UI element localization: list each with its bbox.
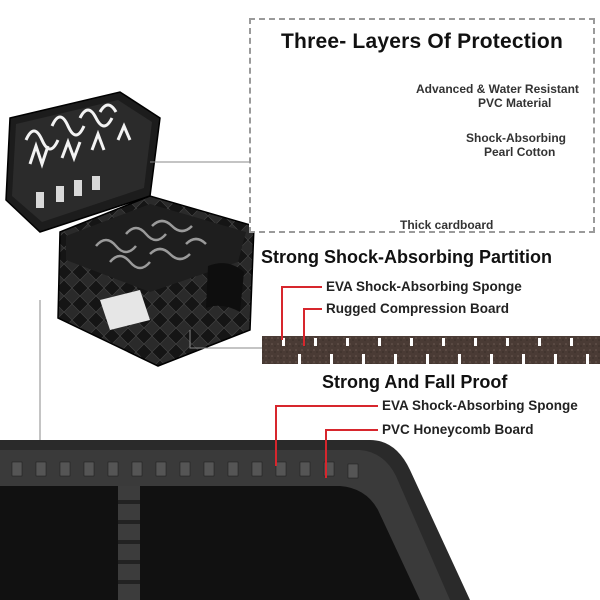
partition-board xyxy=(262,336,600,364)
partition-title: Strong Shock-Absorbing Partition xyxy=(261,247,552,267)
layer1-label-line2: PVC Material xyxy=(478,96,552,110)
fallproof-item2: PVC Honeycomb Board xyxy=(382,422,534,437)
fallproof-title: Strong And Fall Proof xyxy=(322,372,508,392)
partition-callouts xyxy=(281,286,322,346)
shell-closeup xyxy=(0,440,470,600)
case-image xyxy=(5,91,255,367)
partition-item2: Rugged Compression Board xyxy=(326,301,510,316)
fallproof-item1: EVA Shock-Absorbing Sponge xyxy=(382,398,578,413)
partition-item1: EVA Shock-Absorbing Sponge xyxy=(326,279,522,294)
connector-lines xyxy=(39,161,262,440)
layer3-label: Thick cardboard xyxy=(400,218,494,232)
layer2-label: Shock-Absorbing xyxy=(466,131,567,145)
protection-title: Three- Layers Of Protection xyxy=(281,30,563,53)
fallproof-callouts xyxy=(275,405,378,478)
layer1-label: Advanced & Water Resistant xyxy=(416,82,579,96)
protection-panel xyxy=(249,18,595,233)
layer2-label-line2: Pearl Cotton xyxy=(484,145,556,159)
